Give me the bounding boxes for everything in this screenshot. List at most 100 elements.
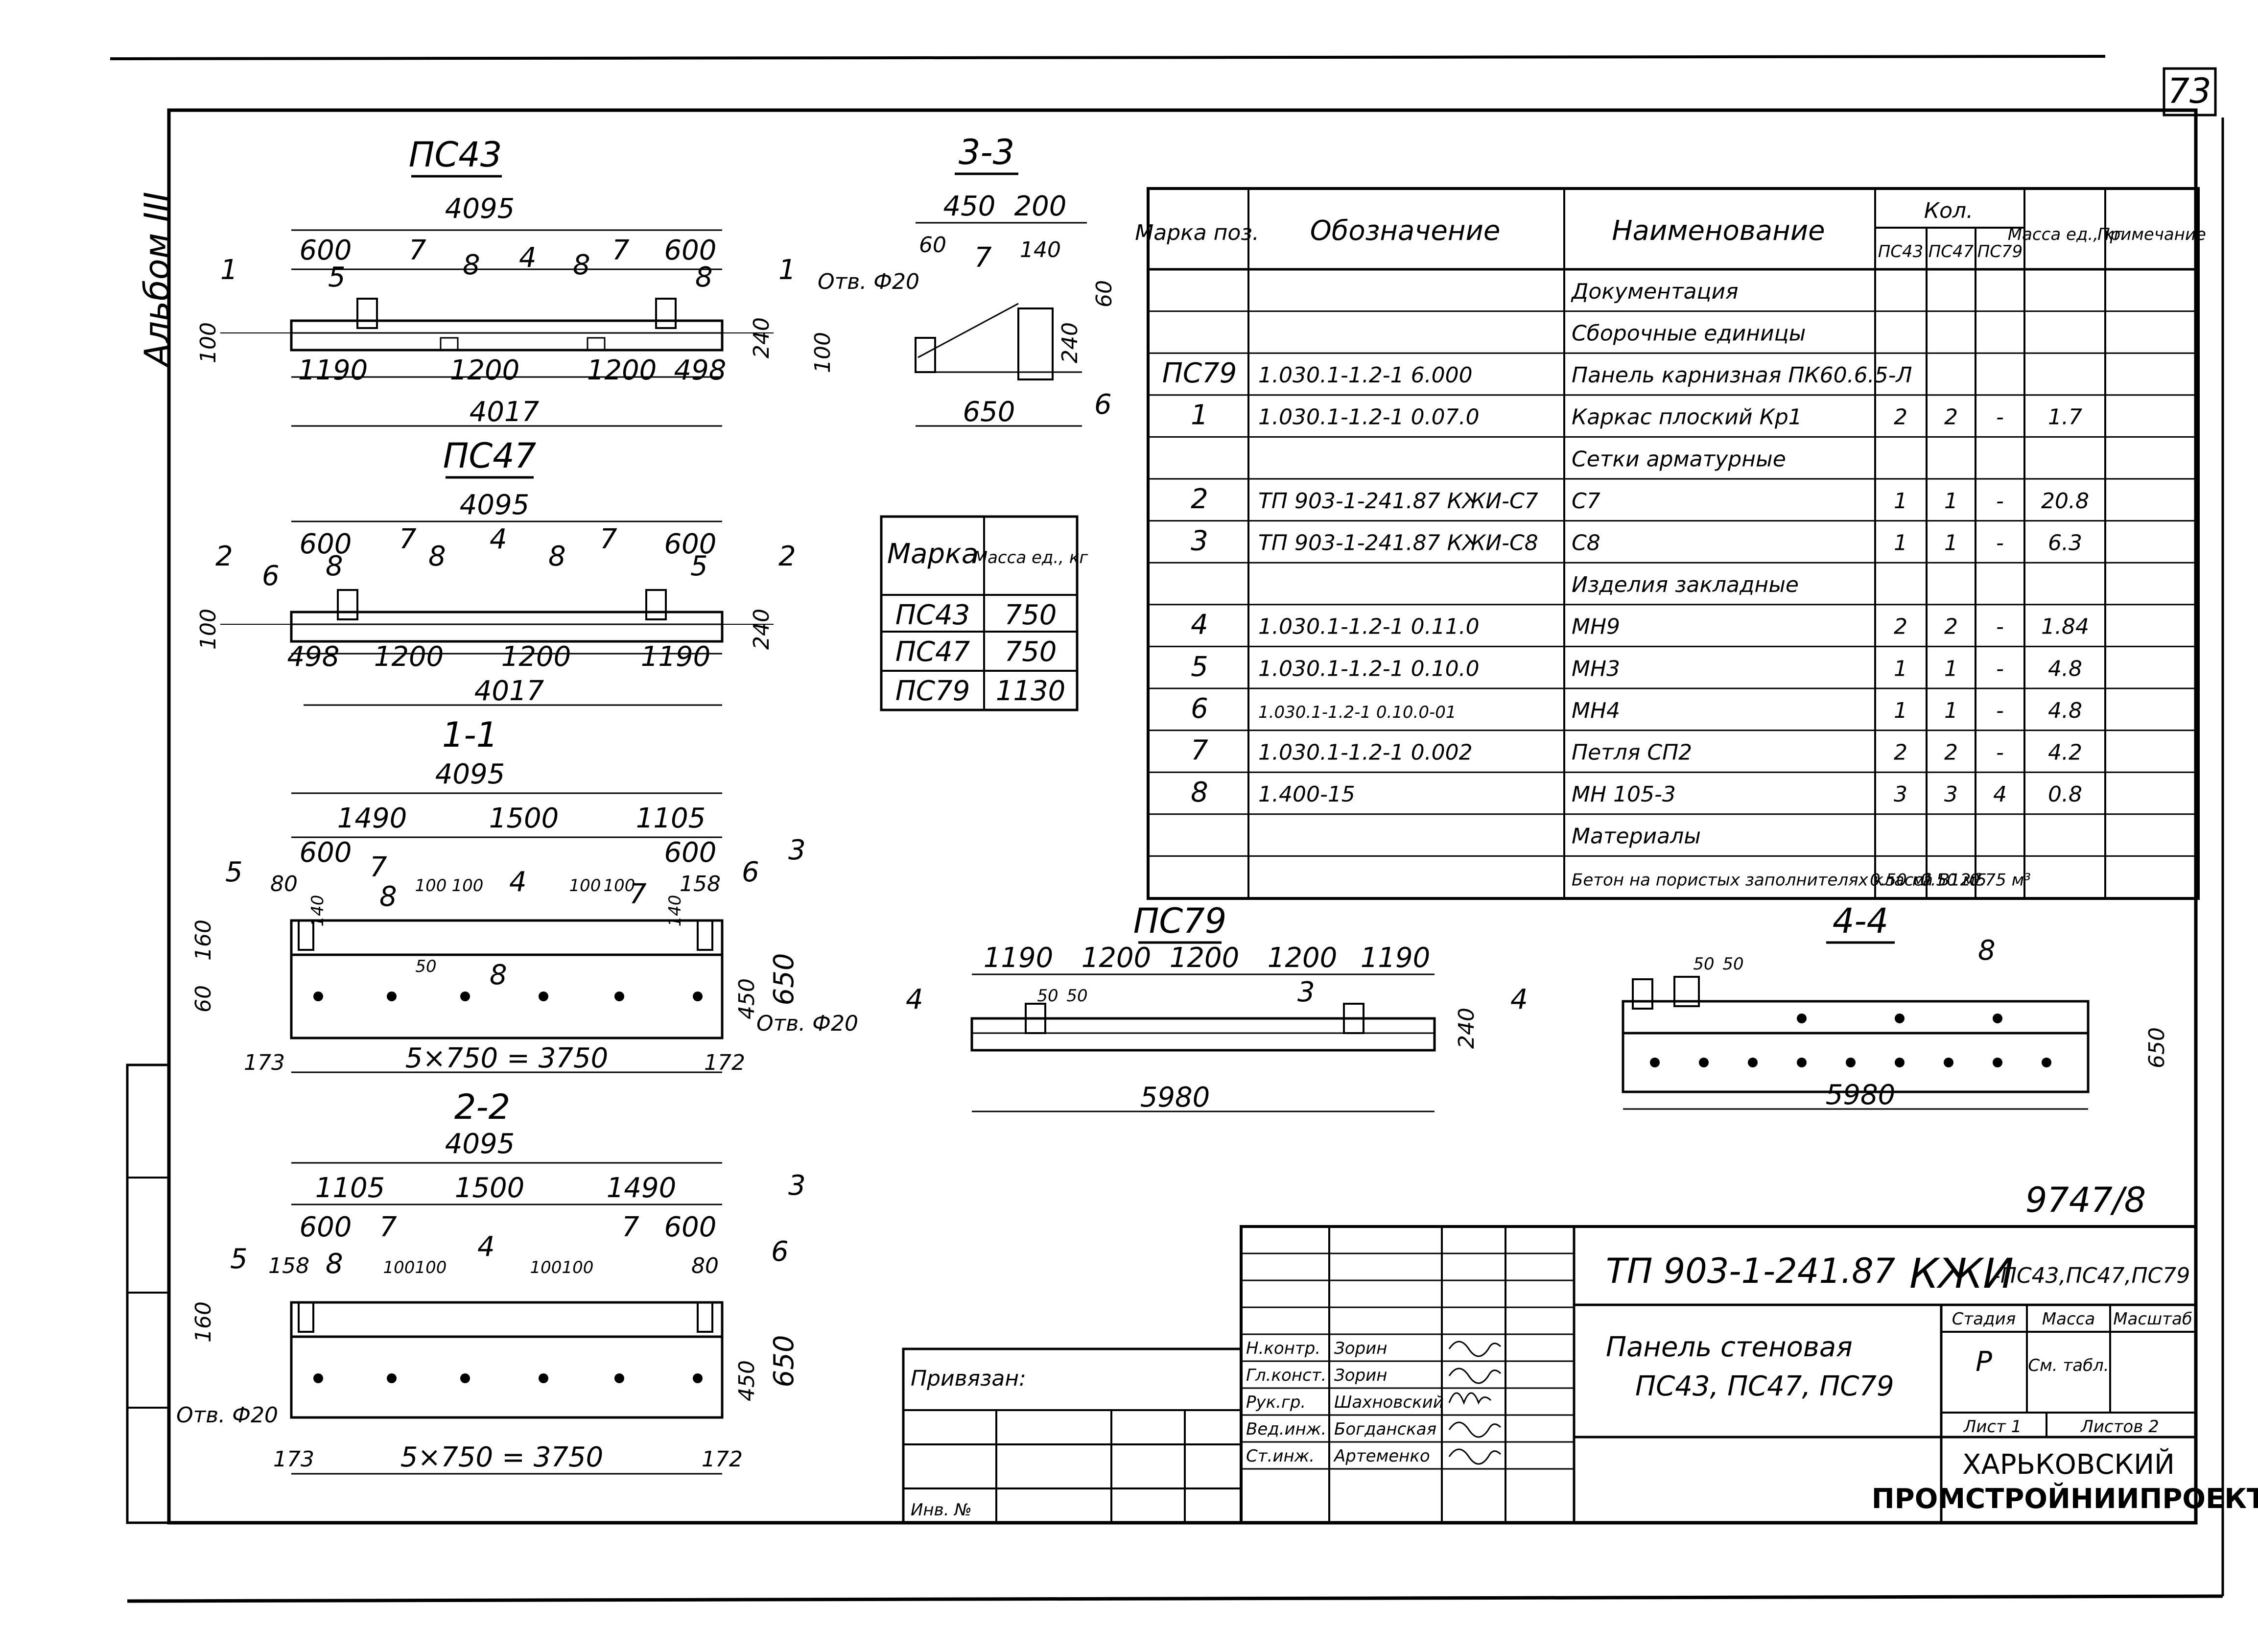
spec-cell-q2: 1 [1944, 698, 1958, 723]
dim-label: 1190 [1361, 942, 1431, 974]
spec-cell-name: МН9 [1572, 614, 1620, 639]
dim-label: 50 [1693, 954, 1714, 974]
org-name-1: ХАРЬКОВСКИЙ [1962, 1448, 2175, 1481]
dim-label: 50 [415, 957, 436, 976]
dim-label: 80 [270, 872, 298, 897]
attached-label: Привязан: [911, 1366, 1026, 1391]
spec-cell-designation: 1.030.1-1.2-1 0.002 [1258, 740, 1473, 765]
signature-role: Вед.инж. [1246, 1419, 1326, 1439]
dim-label: 498 [674, 354, 727, 386]
spec-cell-q2: 1 [1944, 531, 1958, 556]
signature-role: Н.контр. [1246, 1339, 1320, 1358]
anchor-holes [313, 1373, 703, 1383]
callout: 6 [1094, 389, 1112, 421]
dim-label: 100 [810, 332, 835, 373]
callout: 7 [379, 1211, 397, 1243]
callout: 8 [379, 881, 397, 913]
mass-mark: ПС79 [895, 675, 970, 707]
mass-value: См. табл. [2028, 1356, 2109, 1375]
callout: 8 [695, 261, 713, 293]
callout: 8 [490, 959, 507, 991]
callout: 3 [1297, 976, 1315, 1008]
callout: 7 [409, 235, 426, 266]
mass-value: 1130 [996, 675, 1066, 707]
spec-cell-designation: 1.030.1-1.2-1 0.11.0 [1258, 614, 1480, 639]
dim-label: 172 [704, 1050, 745, 1075]
dim-label: 160 [191, 1301, 216, 1343]
dim-label: 1490 [607, 1172, 677, 1204]
spec-cell-q3: - [1996, 531, 2004, 556]
mass-header: Масса [2042, 1309, 2095, 1329]
callout: 7 [600, 523, 617, 555]
dim-label: 450 [943, 190, 996, 222]
view-ps43: ПС43 4095 600 600 5 7 8 4 8 7 8 1190 120… [196, 135, 796, 428]
spec-cell-q3: - [1996, 489, 2004, 514]
dim-label: 100 [452, 876, 484, 896]
dim-label: 100 [415, 1258, 447, 1277]
callout: 5 [225, 856, 243, 888]
signature-role: Рук.гр. [1246, 1392, 1306, 1412]
section-4-4: 4-4 50 50 8 650 5980 [1622, 901, 2169, 1111]
org-name-2: ПРОМСТРОЙНИИПРОЕКТ [1872, 1483, 2258, 1515]
dim-label: 1200 [501, 641, 571, 673]
callout: 7 [622, 1211, 639, 1243]
callout: 8 [326, 550, 343, 582]
dim-label: 100 [569, 876, 601, 896]
signature-name: Зорин [1334, 1366, 1388, 1385]
spec-cell-name: Петля СП2 [1572, 740, 1692, 765]
hole-label: Отв. Ф20 [818, 269, 919, 294]
callout: 8 [428, 541, 446, 572]
dim-label: 173 [273, 1447, 314, 1472]
spec-cell-q2: 3 [1944, 782, 1958, 807]
dim-label: 4095 [445, 193, 515, 225]
spec-cell-designation: 1.400-15 [1258, 782, 1355, 807]
signature-grid [1241, 1227, 1574, 1523]
dim-label: 240 [1058, 322, 1082, 363]
doc-suffix: -ПС43,ПС47,ПС79 [1993, 1263, 2190, 1288]
dim-label: 600 [664, 837, 717, 869]
spec-cell-designation: 1.030.1-1.2-1 0.10.0-01 [1258, 703, 1457, 722]
dim-label: 4095 [435, 758, 505, 790]
spec-cell-designation: ТП 903-1-241.87 КЖИ-С7 [1258, 489, 1538, 514]
sheets-total: Листов 2 [2080, 1417, 2159, 1437]
section-mark: 3 [788, 834, 806, 866]
dim-label: 5980 [1826, 1079, 1896, 1111]
spec-cell-designation: 1.030.1-1.2-1 0.10.0 [1258, 656, 1480, 681]
spec-cell-mass: 4.8 [2048, 698, 2082, 723]
scale-header: Масштаб [2113, 1309, 2192, 1329]
view-ps79: ПС79 1190 1200 1200 1200 1190 50 50 3 24… [906, 901, 1528, 1113]
callout: 5 [230, 1243, 248, 1275]
spec-header-qty-col: ПС43 [1878, 242, 1924, 261]
signature-role: Гл.конст. [1246, 1366, 1326, 1385]
section-1-1: 1-1 4095 1490 1500 1105 600 600 5 7 8 4 … [191, 715, 858, 1075]
signature-role: Ст.инж. [1246, 1446, 1315, 1466]
dim-label: 172 [702, 1447, 743, 1472]
spec-cell-pos: 4 [1191, 609, 1208, 641]
spec-cell-name: Бетон на пористых заполнителях класса B1… [1572, 870, 1987, 890]
dim-label: 1490 [337, 802, 407, 834]
spec-cell-q3: - [1996, 614, 2004, 639]
spec-cell-q1: 1 [1894, 531, 1907, 556]
dim-label: 4017 [474, 675, 544, 707]
callout: 8 [548, 541, 566, 572]
callout: 8 [573, 249, 590, 281]
callout: 6 [262, 560, 280, 592]
view-title: ПС79 [1133, 901, 1227, 941]
dim-label: 1200 [374, 641, 444, 673]
spec-header-mass: Масса ед., кг [2008, 225, 2123, 244]
section-mark: 4 [1510, 984, 1528, 1015]
hole-label: Отв. Ф20 [176, 1403, 278, 1428]
dim-label: 4095 [445, 1128, 515, 1160]
callout: 6 [742, 856, 759, 888]
spec-cell-name: Документация [1571, 279, 1739, 304]
dim-label: 240 [1454, 1008, 1479, 1049]
spec-cell-name: Панель карнизная ПК60.6.5-Л [1572, 363, 1912, 388]
section-mark: 4 [906, 984, 923, 1015]
spec-cell-q1: 1 [1894, 656, 1907, 681]
hole-label: Отв. Ф20 [756, 1011, 858, 1036]
callout: 5 [690, 550, 708, 582]
view-ps47: ПС47 4095 600 600 6 8 7 8 4 8 7 5 498 12… [196, 436, 796, 707]
spec-cell-pos: ПС79 [1162, 357, 1237, 389]
signature-name: Богданская [1334, 1419, 1436, 1439]
